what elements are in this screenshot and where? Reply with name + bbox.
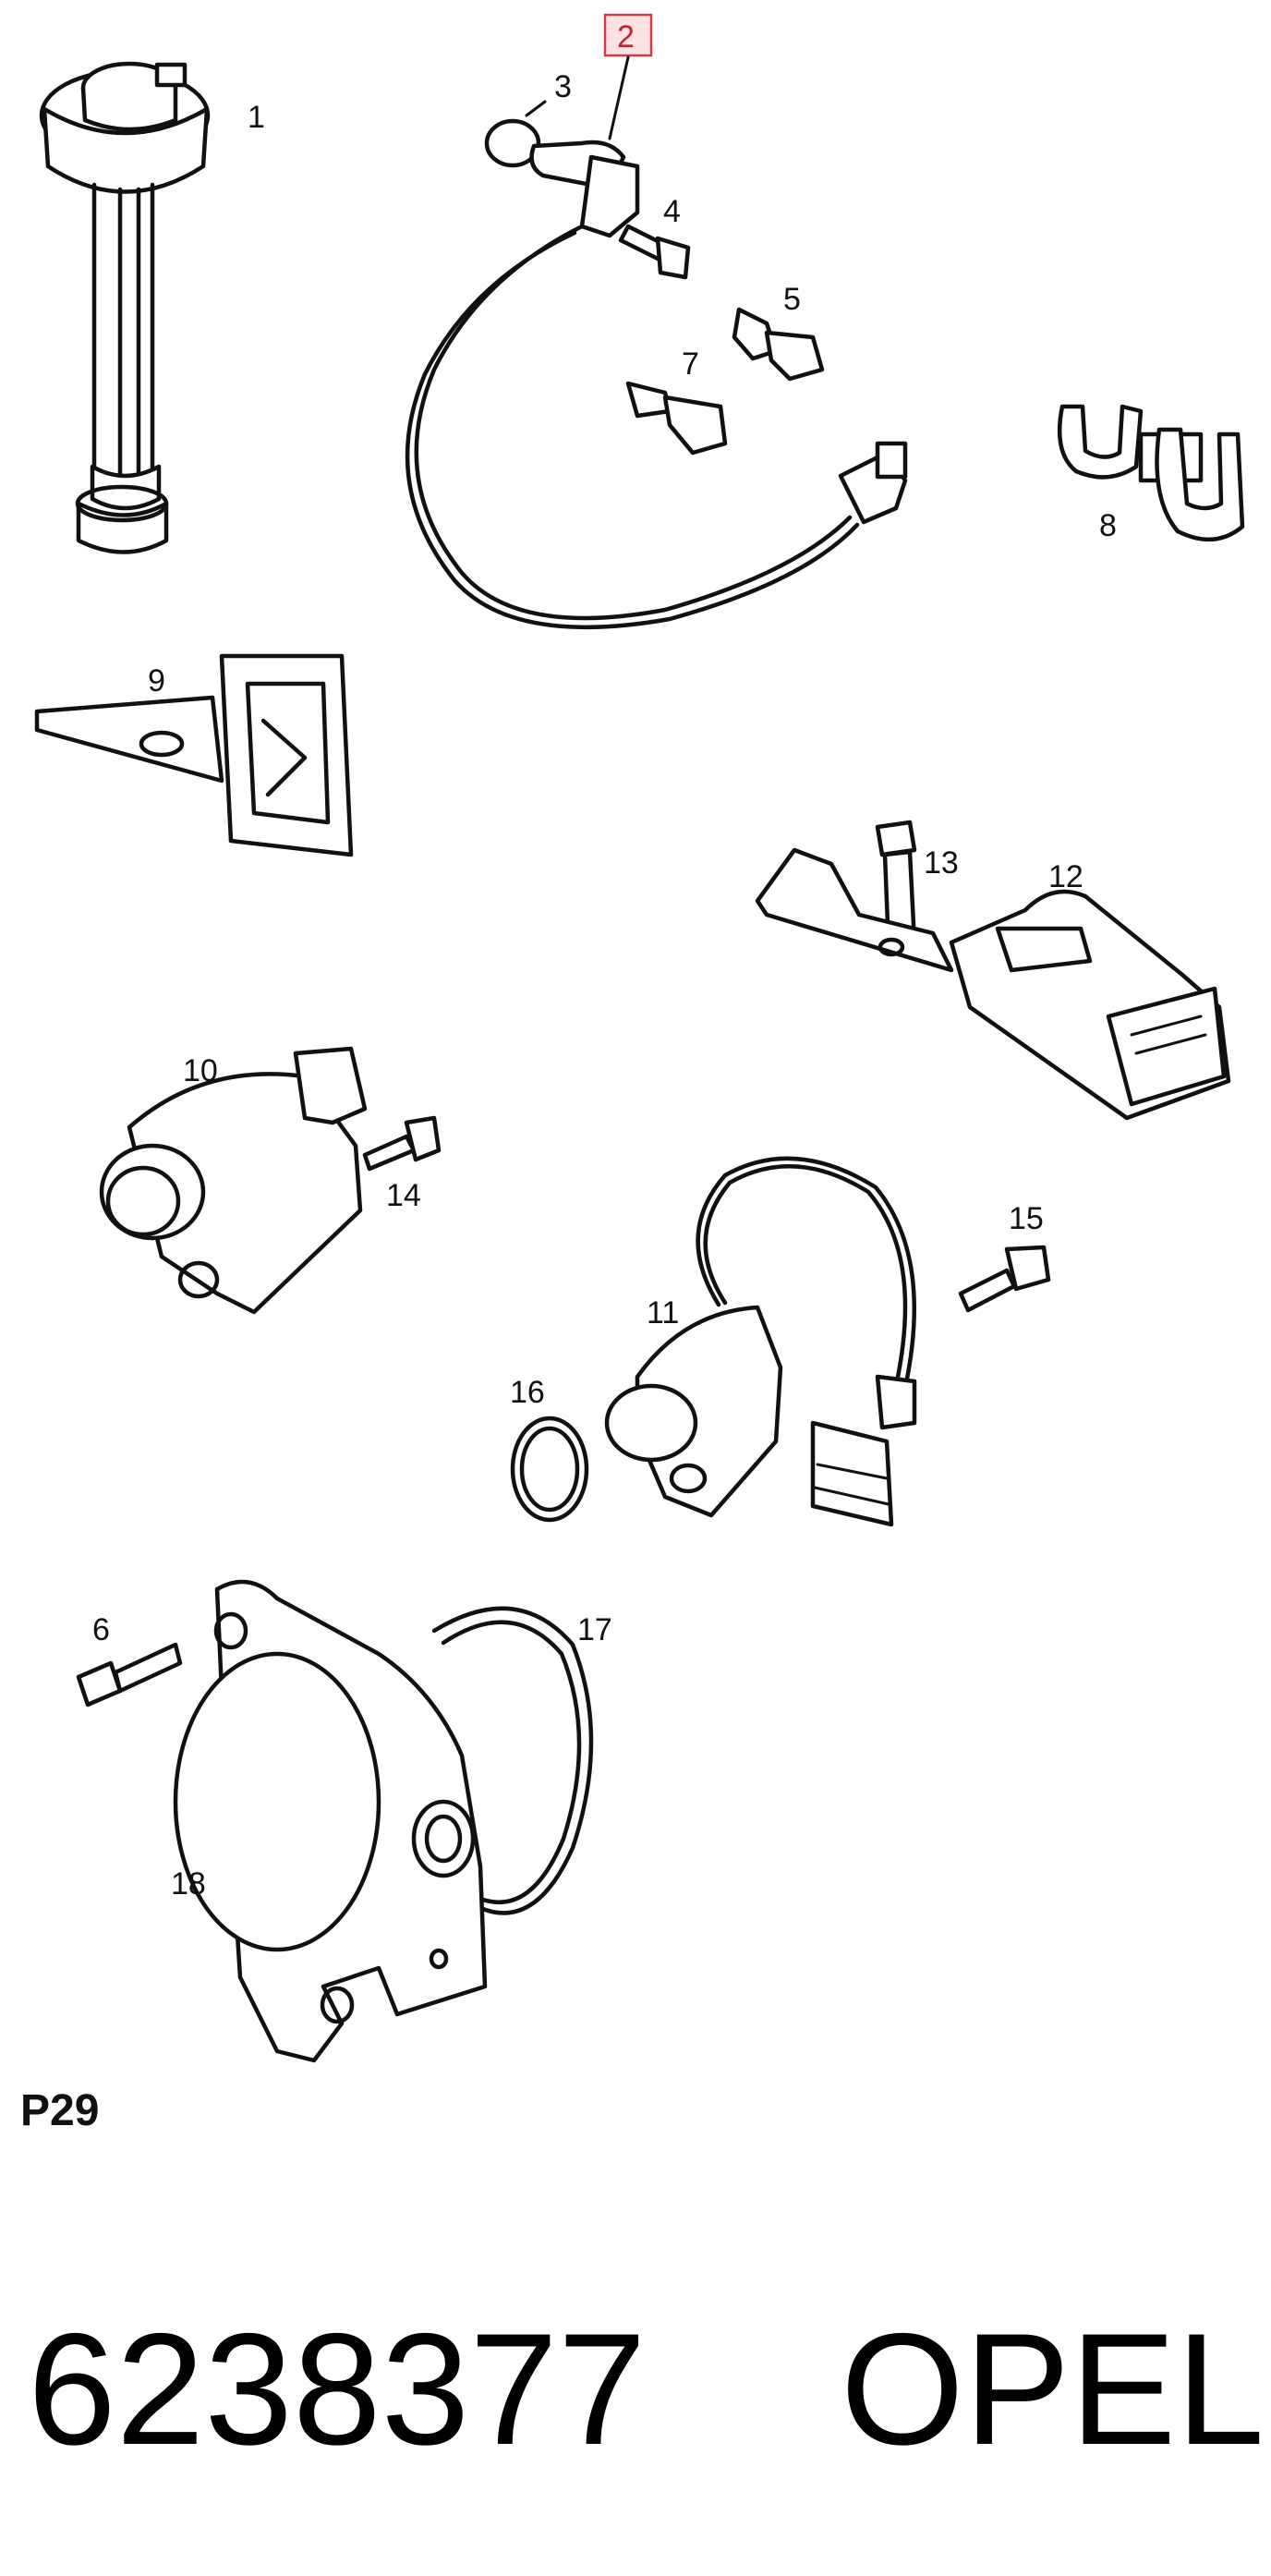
part-14-bolt — [362, 1115, 442, 1172]
part-7-bolt — [625, 381, 728, 456]
part-16-o-ring-inner — [519, 1426, 580, 1513]
part-12-control-module — [755, 847, 1231, 1121]
part-18-housing — [173, 1579, 488, 2063]
callout-12: 12 — [1048, 859, 1083, 894]
page-code: P29 — [20, 2086, 99, 2135]
callout-3: 3 — [554, 69, 572, 104]
part-15-bolt — [958, 1245, 1051, 1313]
part-6-bolt — [76, 1642, 183, 1707]
brand-name: OPEL — [841, 2301, 1265, 2478]
part-4-bolt — [618, 224, 691, 280]
callout-17: 17 — [577, 1612, 612, 1647]
callout-5: 5 — [783, 282, 801, 317]
callout-18: 18 — [171, 1866, 206, 1902]
part-1-level-sensor — [39, 61, 211, 554]
callout-13: 13 — [924, 845, 959, 881]
part-8-clip — [1057, 404, 1245, 542]
part-17-gasket-inner — [441, 1620, 582, 1904]
callout-10: 10 — [183, 1053, 218, 1088]
part-16-o-ring — [510, 1416, 589, 1523]
callout-9: 9 — [148, 663, 165, 699]
part-9-gasket — [34, 653, 354, 857]
callout-6: 6 — [92, 1612, 110, 1647]
callout-15: 15 — [1009, 1201, 1044, 1236]
callout-8: 8 — [1099, 508, 1117, 543]
callout-2: 2 — [617, 19, 635, 55]
callout-4: 4 — [663, 194, 681, 229]
callout-2-highlight[interactable]: 2 — [603, 13, 653, 57]
part-11-sensor — [604, 1156, 917, 1527]
leader-3 — [525, 100, 547, 117]
part-3-o-ring — [484, 118, 541, 168]
callout-11: 11 — [647, 1295, 679, 1331]
part-number: 6238377 — [28, 2301, 647, 2478]
part-10-sensor — [99, 1046, 368, 1315]
callout-7: 7 — [682, 346, 699, 382]
leader-2 — [608, 55, 630, 140]
part-2-crankshaft-sensor — [405, 140, 908, 630]
part-5-bolt — [732, 307, 825, 382]
part-17-gasket — [431, 1606, 594, 1915]
callout-14: 14 — [386, 1178, 421, 1213]
callout-16: 16 — [510, 1375, 545, 1410]
callout-1: 1 — [248, 100, 265, 135]
